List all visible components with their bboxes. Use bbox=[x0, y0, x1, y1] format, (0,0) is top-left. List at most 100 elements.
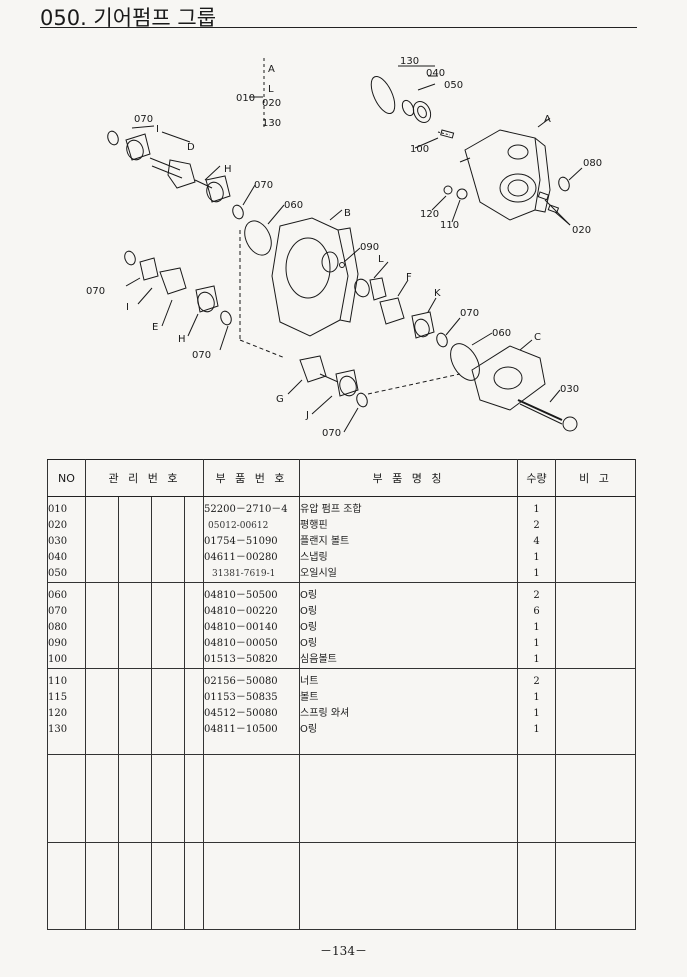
callout-070b: 070 bbox=[254, 180, 273, 191]
header-quantity: 수량 bbox=[517, 459, 557, 497]
part-number: 01153－50835 bbox=[204, 692, 278, 703]
quantity: 2 bbox=[533, 676, 540, 687]
callout-I: I bbox=[156, 124, 159, 135]
exploded-parts-diagram: A L 020 130 010 130 040 050 A 100 080 12… bbox=[86, 56, 602, 439]
callout-120: 120 bbox=[420, 209, 439, 220]
item-no: 100 bbox=[48, 654, 68, 665]
quantity: 2 bbox=[533, 590, 540, 601]
part-name: O링 bbox=[300, 638, 318, 649]
item-no: 070 bbox=[48, 606, 68, 617]
item-no: 040 bbox=[48, 552, 68, 563]
callout-L: L bbox=[378, 254, 384, 265]
o-ring-080 bbox=[558, 176, 570, 192]
callout-070f: 070 bbox=[322, 428, 341, 439]
callout-060: 060 bbox=[284, 200, 303, 211]
callout-E: E bbox=[152, 322, 158, 333]
assembly-label-020: 020 bbox=[262, 98, 281, 109]
quantity: 1 bbox=[533, 708, 540, 719]
assembly-label-L: L bbox=[268, 84, 274, 95]
table-row-block: 110 115 120 130 02156－50080 01153－50835 … bbox=[47, 668, 637, 755]
callout-H: H bbox=[224, 164, 232, 175]
part-number: 04512－50080 bbox=[204, 708, 278, 719]
callout-070d: 070 bbox=[86, 286, 105, 297]
table-row-block: 060 070 080 090 100 04810－50500 04810－00… bbox=[47, 582, 637, 669]
part-name: 유압 펌프 조합 bbox=[300, 504, 362, 515]
quantity: 2 bbox=[533, 520, 540, 531]
part-number: 04810－00140 bbox=[204, 622, 278, 633]
pump-body-A bbox=[464, 129, 541, 221]
part-number: 01754－51090 bbox=[204, 536, 278, 547]
bushing-K bbox=[411, 311, 435, 339]
quantity: 1 bbox=[533, 504, 540, 515]
callout-010: 010 bbox=[236, 93, 255, 104]
part-number: 05012-00612 bbox=[208, 521, 269, 531]
callout-F: F bbox=[406, 272, 412, 283]
item-no: 050 bbox=[48, 568, 68, 579]
part-number: 31381-7619-1 bbox=[212, 569, 276, 579]
parts-table: NO 관 리 번 호 부 품 번 호 부 품 명 칭 수량 비 고 010 02… bbox=[47, 459, 637, 930]
quantity: 1 bbox=[533, 638, 540, 649]
callout-G: G bbox=[276, 394, 284, 405]
header-part-number: 부 품 번 호 bbox=[203, 459, 301, 497]
table-row-empty bbox=[47, 754, 637, 843]
callout-020: 020 bbox=[572, 225, 591, 236]
flange-bolt-030 bbox=[562, 416, 578, 432]
part-number: 04810－00050 bbox=[204, 638, 278, 649]
part-number: 52200－2710－4 bbox=[204, 504, 288, 515]
header-part-name: 부 품 명 칭 bbox=[299, 459, 519, 497]
bushing-H bbox=[205, 175, 231, 203]
part-name: O링 bbox=[300, 622, 318, 633]
item-no: 080 bbox=[48, 622, 68, 633]
part-number: 01513－50820 bbox=[204, 654, 278, 665]
title-rule bbox=[40, 27, 637, 28]
bushing-I bbox=[125, 133, 151, 161]
cover-C bbox=[471, 345, 546, 411]
assembly-label-130: 130 bbox=[262, 118, 281, 129]
table-row-empty bbox=[47, 842, 637, 930]
callout-J: J bbox=[305, 410, 309, 421]
part-name: 오일시일 bbox=[300, 568, 337, 579]
callout-040: 040 bbox=[426, 68, 445, 79]
part-number: 04810－00220 bbox=[204, 606, 278, 617]
part-name: 심음볼트 bbox=[300, 654, 337, 665]
callout-110: 110 bbox=[440, 220, 459, 231]
page-number: －134－ bbox=[320, 944, 367, 958]
callout-I2: I bbox=[126, 302, 129, 313]
part-name: 스냅링 bbox=[300, 552, 328, 563]
part-name: 너트 bbox=[300, 676, 319, 687]
o-ring-070 bbox=[124, 250, 136, 266]
part-090 bbox=[339, 262, 345, 268]
part-name: 스프링 와셔 bbox=[300, 708, 350, 719]
o-ring-070 bbox=[436, 332, 448, 348]
o-ring-060 bbox=[244, 220, 272, 256]
item-no: 110 bbox=[48, 676, 68, 687]
snap-ring-040 bbox=[401, 99, 415, 117]
bushing-H2 bbox=[195, 285, 219, 313]
item-no: 030 bbox=[48, 536, 68, 547]
callout-B: B bbox=[344, 208, 351, 219]
bushing-J bbox=[335, 369, 359, 397]
item-no: 020 bbox=[48, 520, 68, 531]
quantity: 1 bbox=[533, 622, 540, 633]
part-name: O링 bbox=[300, 724, 318, 735]
o-ring-070 bbox=[107, 130, 119, 146]
washer-120 bbox=[443, 185, 453, 195]
quantity: 1 bbox=[533, 692, 540, 703]
callout-A: A bbox=[544, 114, 551, 125]
header-remarks: 비 고 bbox=[555, 459, 637, 497]
callout-090: 090 bbox=[360, 242, 379, 253]
gear-G bbox=[299, 355, 327, 383]
table-row-block: 010 020 030 040 050 52200－2710－4 05012-0… bbox=[47, 496, 637, 583]
gear-housing-B bbox=[271, 217, 349, 337]
callout-K: K bbox=[434, 288, 441, 299]
bushing-L bbox=[354, 278, 370, 298]
item-no: 115 bbox=[48, 692, 68, 703]
item-no: 090 bbox=[48, 638, 68, 649]
quantity: 1 bbox=[533, 724, 540, 735]
quantity: 6 bbox=[533, 606, 540, 617]
part-name: O링 bbox=[300, 606, 318, 617]
part-name: O링 bbox=[300, 590, 318, 601]
assembly-label-A: A bbox=[268, 64, 275, 75]
quantity: 4 bbox=[533, 536, 540, 547]
callout-H2: H bbox=[178, 334, 186, 345]
